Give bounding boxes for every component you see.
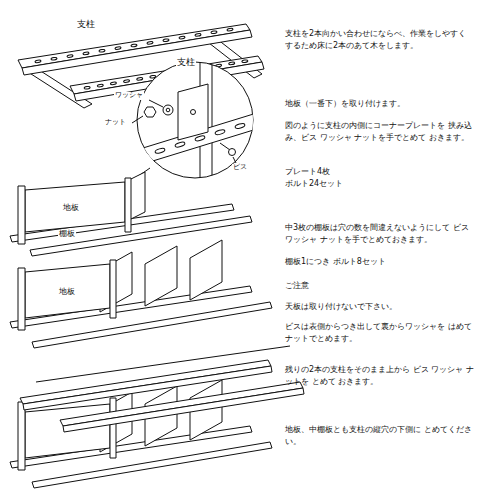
shelf-frame (110, 260, 116, 318)
nut-symbol (144, 107, 156, 117)
magnifier-detail (215, 129, 226, 136)
shelf-frame (190, 240, 222, 300)
bottom-board-frame (18, 186, 25, 244)
leader-line (233, 157, 236, 163)
bolt-symbol (229, 149, 236, 156)
post-holes (35, 60, 41, 63)
shelf-frame (25, 264, 110, 318)
part-label: 地板 (62, 204, 80, 213)
bolt-symbol (220, 143, 230, 150)
magnifier-detail (175, 141, 186, 148)
post-holes (229, 62, 235, 65)
leader-line (132, 116, 143, 123)
post-holes (195, 33, 201, 36)
post-holes (137, 77, 143, 80)
post-holes (97, 84, 103, 87)
post-holes (67, 54, 73, 57)
shelf-frame (145, 246, 177, 306)
instruction-text: ビスは表側からつき出して裏からワッシャを はめてナットでとめます。 (285, 321, 475, 344)
post-holes (84, 86, 90, 89)
magnifier-detail (212, 55, 213, 185)
part-label: 支柱 (76, 20, 96, 30)
post-holes (227, 28, 233, 31)
magnifier-detail (191, 110, 196, 115)
magnifier-detail (124, 55, 260, 186)
post-holes (147, 41, 153, 44)
post-holes (51, 57, 57, 60)
post-bar (18, 24, 250, 68)
instruction-text: 地板（一番下）を取り付けます。 (285, 98, 475, 110)
instruction-text: 支柱を2本向かい合わせにならべ、作業をしやすく するため床に2本のあて木をします… (285, 28, 475, 51)
leader-line (149, 100, 163, 107)
post-holes (163, 39, 169, 42)
post-holes (242, 60, 248, 63)
magnifier-detail (178, 84, 208, 140)
post-holes (83, 52, 89, 55)
magnifier-detail (166, 108, 170, 112)
final-frame (18, 402, 25, 470)
final-frame (110, 398, 116, 458)
part-label: 棚板 (58, 230, 76, 239)
instruction-text: 天板は取り付けないで下さい。 (285, 301, 475, 313)
shelf-frame (18, 268, 25, 330)
part-label: ナット (104, 119, 127, 127)
bottom-board-frame (125, 178, 131, 232)
shelf-frame (10, 240, 272, 348)
magnifier-detail (195, 135, 206, 142)
instruction-text: ボルト24セット (285, 178, 475, 190)
post-holes (99, 49, 105, 52)
part-label: 支柱 (176, 58, 196, 68)
post-holes (123, 79, 129, 82)
post-holes (110, 82, 116, 85)
post-holes (179, 36, 185, 39)
post-holes (115, 46, 121, 49)
final-frame (60, 382, 303, 426)
instruction-text: 残りの2本の支柱をそのまま上から ビス ワッシャ ナットを とめて おきます。 (285, 364, 475, 387)
magnifier-detail (155, 147, 166, 154)
part-label: 地板 (58, 288, 76, 297)
part-label: ビス (232, 164, 248, 172)
washer-symbol (163, 105, 173, 115)
instruction-text: プレート4枚 (285, 166, 475, 178)
final-frame (63, 388, 304, 432)
post-holes (211, 31, 217, 34)
instruction-text: 図のように支柱の内側にコーナープレートを 挟み込み、ビス ワッシャ ナットを手で… (285, 120, 475, 143)
post-holes (131, 44, 137, 47)
instruction-text: 地板、中棚板とも支柱の縦穴の下側に とめてください。 (285, 424, 475, 447)
final-frame (10, 346, 304, 488)
bottom-board-frame (25, 182, 125, 232)
magnifier-detail (130, 55, 260, 185)
part-label: ワッシャ (114, 92, 144, 100)
instruction-text: 中3枚の棚板は穴の数を間違えないようにして ビス ワッシャ ナットを手でとめてお… (285, 222, 475, 245)
instruction-text: ご注意 (285, 280, 475, 292)
rod-line (36, 346, 290, 382)
magnifier-detail (135, 154, 146, 161)
instruction-text: 棚板1につき ボルト8セット (285, 256, 475, 268)
magnifier-detail (235, 123, 246, 130)
